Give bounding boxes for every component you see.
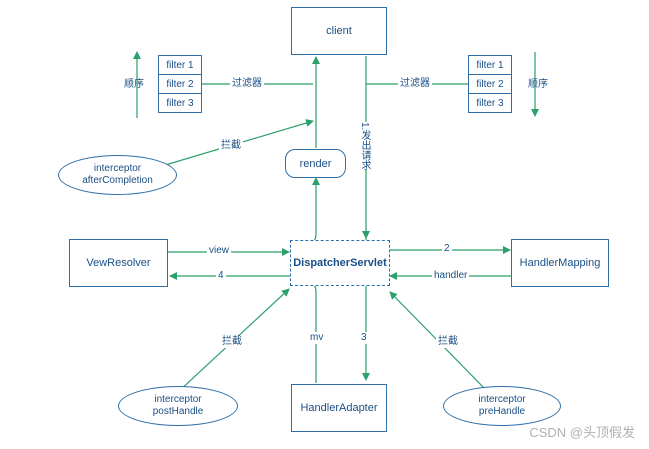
right-filter-2-label: filter 2 bbox=[476, 78, 504, 90]
dispatcher-servlet-label: DispatcherServlet bbox=[293, 257, 387, 269]
after-completion-line2: afterCompletion bbox=[82, 175, 153, 186]
order-right-label: 顺序 bbox=[528, 79, 548, 90]
render-label: render bbox=[299, 157, 332, 170]
left-filter-3: filter 3 bbox=[158, 93, 202, 113]
watermark-text: CSDN @头顶假发 bbox=[529, 425, 635, 440]
after-completion-line1: interceptor bbox=[93, 163, 142, 174]
post-handle-line2: postHandle bbox=[152, 406, 204, 417]
handler-mapping-label: HandlerMapping bbox=[519, 257, 601, 269]
handler-adapter-box: HandlerAdapter bbox=[291, 384, 387, 432]
view-resolver-label: VewResolver bbox=[86, 257, 151, 269]
client-box: client bbox=[291, 7, 387, 55]
left-filter-2-label: filter 2 bbox=[166, 78, 194, 90]
intercept-after-label: 拦截 bbox=[219, 140, 243, 152]
view-resolver-box: VewResolver bbox=[69, 239, 168, 287]
interceptor-after-completion: interceptor afterCompletion bbox=[58, 155, 177, 195]
order-left-label: 顺序 bbox=[124, 79, 144, 90]
post-handle-line1: interceptor bbox=[154, 394, 202, 405]
intercept-pre-label: 拦截 bbox=[436, 336, 460, 348]
dispatcher-to-render-arrow bbox=[290, 177, 320, 245]
view-label: view bbox=[207, 245, 232, 257]
left-filter-1: filter 1 bbox=[158, 55, 202, 75]
filter-right-label: 过滤器 bbox=[398, 78, 432, 90]
client-label: client bbox=[326, 25, 352, 37]
step4-label: 4 bbox=[216, 270, 226, 282]
intercept-post-label: 拦截 bbox=[220, 336, 244, 348]
mv-label: mv bbox=[308, 332, 326, 344]
left-filter-1-label: filter 1 bbox=[166, 59, 194, 71]
step3-label: 3 bbox=[359, 332, 369, 344]
left-filter-2: filter 2 bbox=[158, 74, 202, 94]
right-filter-1-label: filter 1 bbox=[476, 59, 504, 71]
dispatcher-servlet-box: DispatcherServlet bbox=[290, 240, 390, 286]
handler-adapter-label: HandlerAdapter bbox=[300, 402, 378, 414]
pre-handle-line1: interceptor bbox=[478, 394, 526, 405]
right-filter-3-label: filter 3 bbox=[476, 97, 504, 109]
handler-mapping-box: HandlerMapping bbox=[511, 239, 609, 287]
right-filter-2: filter 2 bbox=[468, 74, 512, 94]
render-node: render bbox=[285, 149, 346, 178]
interceptor-post-handle: interceptor postHandle bbox=[118, 386, 238, 426]
filter-left-label: 过滤器 bbox=[230, 78, 264, 90]
pre-handle-line2: preHandle bbox=[478, 406, 526, 417]
send-request-label: 1.发出请求 bbox=[358, 122, 370, 171]
right-filter-3: filter 3 bbox=[468, 93, 512, 113]
step2-label: 2 bbox=[442, 243, 452, 255]
interceptor-pre-handle: interceptor preHandle bbox=[443, 386, 561, 426]
handler-label: handler bbox=[432, 270, 470, 282]
right-filter-1: filter 1 bbox=[468, 55, 512, 75]
left-filter-3-label: filter 3 bbox=[166, 97, 194, 109]
